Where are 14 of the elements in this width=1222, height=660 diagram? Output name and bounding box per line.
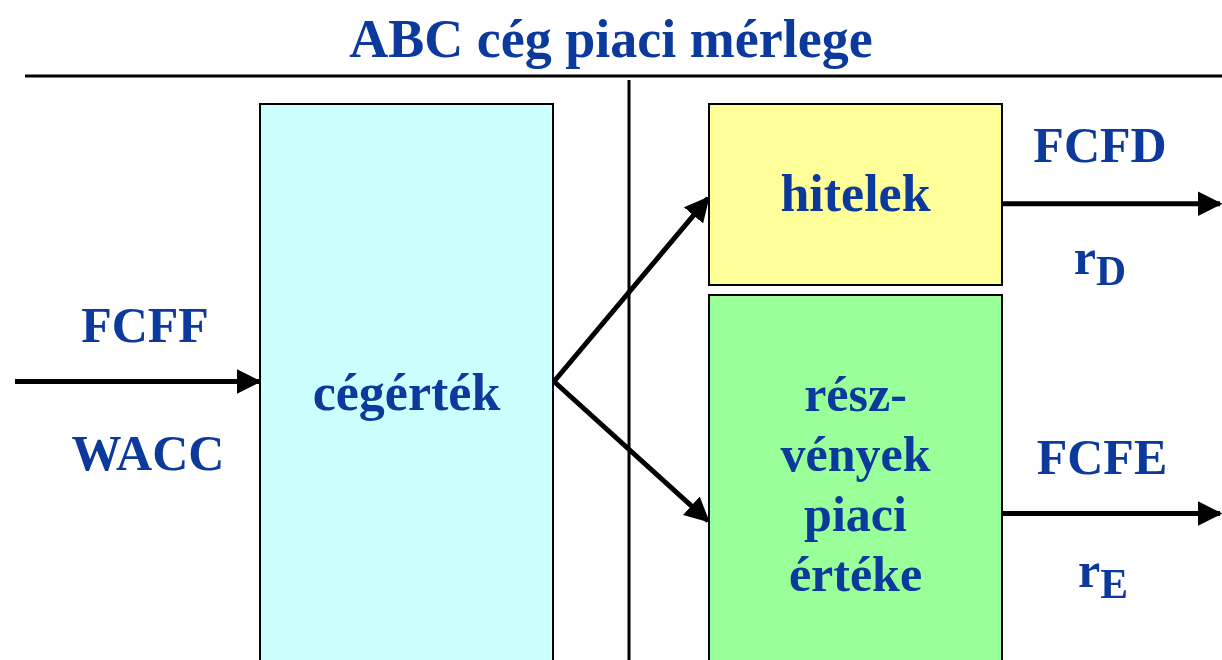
rate-label: r$_{E}$ <box>1077 545 1129 606</box>
box-label: hitelek <box>779 164 932 225</box>
arrow <box>1003 501 1222 527</box>
edge-label: FCFE <box>1035 432 1169 482</box>
edge-label: FCFD <box>1032 120 1168 170</box>
rate-label: r$_{D}$ <box>1072 232 1128 293</box>
edge-label: FCFF <box>80 300 210 350</box>
arrow <box>1003 191 1222 217</box>
value-box <box>708 103 1003 286</box>
value-box <box>259 103 554 660</box>
rate-label: WACC <box>70 428 226 478</box>
box-label: rész- vények piaci értéke <box>779 365 932 604</box>
value-box <box>708 294 1003 660</box>
box-label: cégérték <box>311 362 502 423</box>
